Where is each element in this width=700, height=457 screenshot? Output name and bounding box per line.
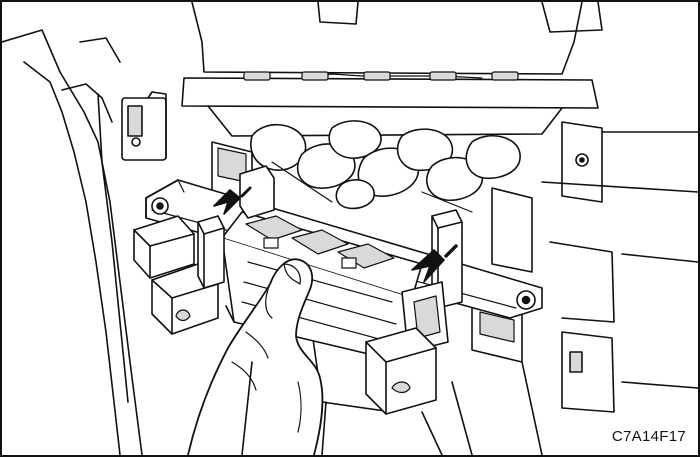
- lower-dashboard: [241, 361, 543, 455]
- wiring-harness: [250, 120, 521, 213]
- arrow-down-left-icon: [411, 244, 458, 283]
- arrow-down-left-icon: [213, 186, 252, 215]
- figure-code: C7A14F17: [611, 428, 686, 445]
- left-pillar-panel: [2, 29, 143, 455]
- left-latch-post: [197, 165, 275, 289]
- hand: [187, 258, 324, 455]
- fuse-relay-block: [221, 211, 423, 363]
- mounting-bracket: [121, 91, 167, 161]
- right-side-panel: [541, 121, 698, 413]
- right-latch-assembly: [365, 209, 463, 415]
- dashboard-upper-frame: [181, 2, 603, 137]
